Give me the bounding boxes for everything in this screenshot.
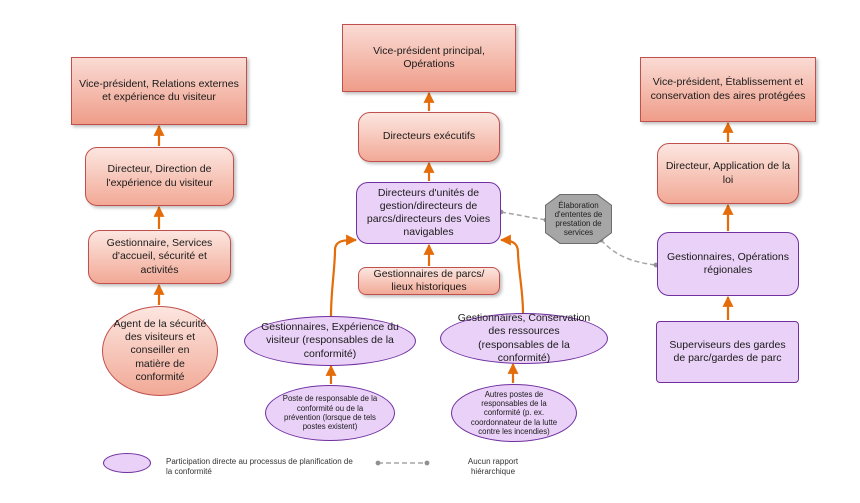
center-exec-box: Directeurs exécutifs: [358, 112, 500, 162]
legend-participation-label: Participation directe au processus de pl…: [166, 457, 353, 476]
center-resourcecons-ellipse: Gestionnaires, Conservation des ressourc…: [440, 312, 608, 364]
arrow-visitorexp-to-fieldunit: [329, 234, 358, 317]
arrow-resourcecons-to-fieldunit: [499, 234, 525, 314]
left-manager-label: Gestionnaire, Services d'accueil, sécuri…: [106, 237, 213, 276]
center-parkmgr-box: Gestionnaires de parcs/ lieux historique…: [358, 267, 500, 295]
right-vp-label: Vice-président, Établissement et conserv…: [650, 76, 806, 102]
left-vp-box: Vice-président, Relations externes et ex…: [71, 57, 247, 125]
center-compliancepost-ellipse: Poste de responsable de la conformité ou…: [265, 385, 395, 441]
left-director-label: Directeur, Direction de l'expérience du …: [106, 163, 213, 189]
right-vp-box: Vice-président, Établissement et conserv…: [640, 57, 816, 122]
service-agreement-label: Élaboration d'ententes de prestation de …: [554, 200, 603, 238]
service-agreement-octagon: Élaboration d'ententes de prestation de …: [546, 195, 611, 243]
center-parkmgr-label: Gestionnaires de parcs/ lieux historique…: [373, 267, 485, 293]
left-agent-ellipse: Agent de la sécurité des visiteurs et co…: [102, 306, 218, 396]
center-resourcecons-label: Gestionnaires, Conservation des ressourc…: [457, 312, 591, 364]
center-visitorexp-ellipse: Gestionnaires, Expérience du visiteur (r…: [244, 316, 416, 366]
right-regional-label: Gestionnaires, Opérations régionales: [667, 250, 789, 276]
center-fieldunit-box: Directeurs d'unités de gestion/directeur…: [356, 182, 501, 244]
center-svp-label: Vice-président principal, Opérations: [373, 44, 485, 70]
dashed-line-octagon-to-regional: [598, 237, 659, 268]
center-exec-label: Directeurs exécutifs: [382, 130, 476, 143]
center-visitorexp-label: Gestionnaires, Expérience du visiteur (r…: [261, 321, 399, 360]
left-manager-box: Gestionnaire, Services d'accueil, sécuri…: [88, 230, 231, 284]
right-director-label: Directeur, Application de la loi: [665, 160, 791, 186]
left-director-box: Directeur, Direction de l'expérience du …: [85, 147, 234, 206]
legend-purple-ellipse: [103, 453, 151, 473]
right-regional-box: Gestionnaires, Opérations régionales: [657, 232, 799, 296]
center-otherposts-ellipse: Autres postes de responsables de la conf…: [451, 384, 577, 442]
dashed-line-fieldunit-to-octagon: [498, 209, 549, 223]
center-otherposts-label: Autres postes de responsables de la conf…: [470, 389, 558, 437]
right-supervisors-label: Superviseurs des gardes de parc/gardes d…: [669, 338, 786, 364]
center-svp-box: Vice-président principal, Opérations: [342, 24, 516, 92]
left-vp-label: Vice-président, Relations externes et ex…: [79, 77, 239, 103]
legend-no-report-label: Aucun rapport hiérarchique: [467, 457, 519, 476]
right-supervisors-box: Superviseurs des gardes de parc/gardes d…: [656, 321, 799, 383]
center-compliancepost-label: Poste de responsable de la conformité ou…: [282, 394, 378, 432]
left-agent-label: Agent de la sécurité des visiteurs et co…: [113, 318, 207, 383]
right-director-box: Directeur, Application de la loi: [657, 143, 799, 204]
center-fieldunit-label: Directeurs d'unités de gestion/directeur…: [366, 186, 491, 239]
